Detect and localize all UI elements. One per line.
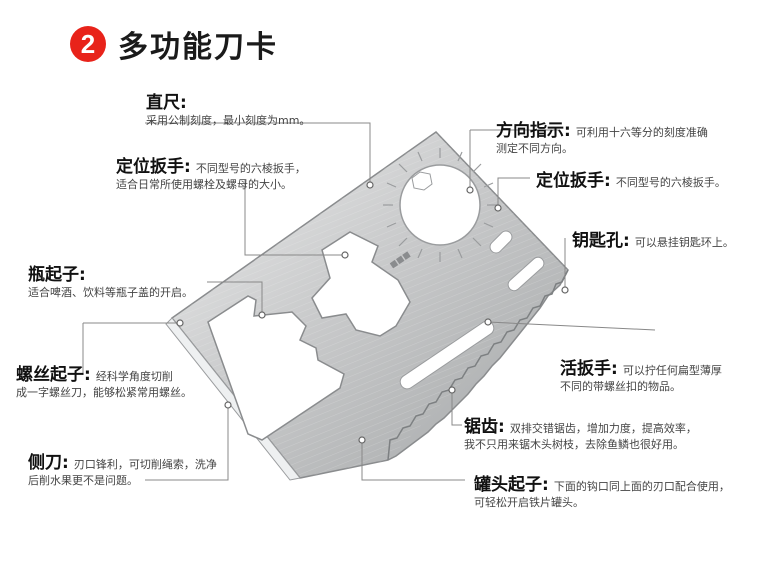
callout-desc: 不同的带螺丝扣的物品。 [560, 380, 681, 393]
callout-title: 瓶起子: [28, 265, 86, 285]
callout-title: 定位扳手: [536, 171, 611, 191]
callout-positioning-wrench-left: 定位扳手: 不同型号的六棱扳手， 适合日常所使用螺栓及螺母的大小。 [116, 152, 306, 193]
callout-ruler-title: 直尺: [146, 93, 187, 113]
callout-bottle-opener: 瓶起子: 适合啤酒、饮料等瓶子盖的开启。 [28, 260, 193, 301]
callout-ruler-desc: 采用公制刻度，最小刻度为mm。 [146, 114, 311, 127]
callout-desc: 适合日常所使用螺栓及螺母的大小。 [116, 178, 292, 191]
callout-screwdriver: 螺丝起子: 经科学角度切削 成一字螺丝刀，能够松紧常用螺丝。 [16, 360, 192, 401]
callout-side-blade: 侧刀: 刃口锋利，可切削绳索，洗净 后削水果更不是问题。 [28, 448, 217, 489]
callout-can-opener: 罐头起子: 下面的钩口同上面的刃口配合使用， 可轻松开启铁片罐头。 [474, 470, 730, 511]
page-title: 多功能刀卡 [118, 30, 278, 65]
callout-desc: 可以悬挂钥匙环上。 [634, 236, 734, 249]
section-number-badge: 2 [70, 26, 106, 62]
callout-desc: 我不只用来锯木头树枝，去除鱼鳞也很好用。 [464, 438, 684, 451]
callout-desc: 后削水果更不是问题。 [28, 474, 138, 487]
callout-desc: 经科学角度切削 [95, 370, 173, 383]
callout-desc: 双排交错锯齿，增加力度，提高效率， [509, 422, 697, 435]
callout-desc: 不同型号的六棱扳手。 [615, 176, 726, 189]
callout-title: 定位扳手: [116, 157, 191, 177]
callout-adjustable-wrench: 活扳手: 可以拧任何扁型薄厚 不同的带螺丝扣的物品。 [560, 354, 722, 395]
callout-desc: 刃口锋利，可切削绳索，洗净 [73, 458, 217, 471]
callout-title: 侧刀: [28, 453, 69, 473]
section-header: 2 多功能刀卡 [70, 22, 278, 66]
callout-title: 钥匙孔: [572, 231, 630, 251]
callout-desc: 可利用十六等分的刻度准确 [575, 126, 708, 139]
callout-desc: 不同型号的六棱扳手， [195, 162, 306, 175]
callout-key-hole: 钥匙孔: 可以悬挂钥匙环上。 [572, 226, 734, 251]
callout-desc: 成一字螺丝刀，能够松紧常用螺丝。 [16, 386, 192, 399]
callout-desc: 测定不同方向。 [496, 142, 573, 155]
callout-direction: 方向指示: 可利用十六等分的刻度准确 测定不同方向。 [496, 116, 708, 157]
callout-title: 方向指示: [496, 121, 571, 141]
callout-saw: 锯齿: 双排交错锯齿，增加力度，提高效率， 我不只用来锯木头树枝，去除鱼鳞也很好… [464, 412, 697, 453]
callout-desc: 下面的钩口同上面的刃口配合使用， [553, 480, 730, 493]
callout-title: 螺丝起子: [16, 365, 91, 385]
callout-desc: 适合啤酒、饮料等瓶子盖的开启。 [28, 286, 193, 299]
callout-desc: 可以拧任何扁型薄厚 [622, 364, 722, 377]
callout-desc: 可轻松开启铁片罐头。 [474, 496, 584, 509]
callout-title: 罐头起子: [474, 475, 549, 495]
callout-title: 锯齿: [464, 417, 505, 437]
leader-lines [82, 122, 656, 481]
callout-ruler: 直尺: 采用公制刻度，最小刻度为mm。 [146, 88, 310, 129]
leader-dots [176, 181, 569, 444]
knife-card: ■■■ [165, 131, 569, 481]
callout-positioning-wrench-right: 定位扳手: 不同型号的六棱扳手。 [536, 166, 726, 191]
callout-title: 活扳手: [560, 359, 618, 379]
